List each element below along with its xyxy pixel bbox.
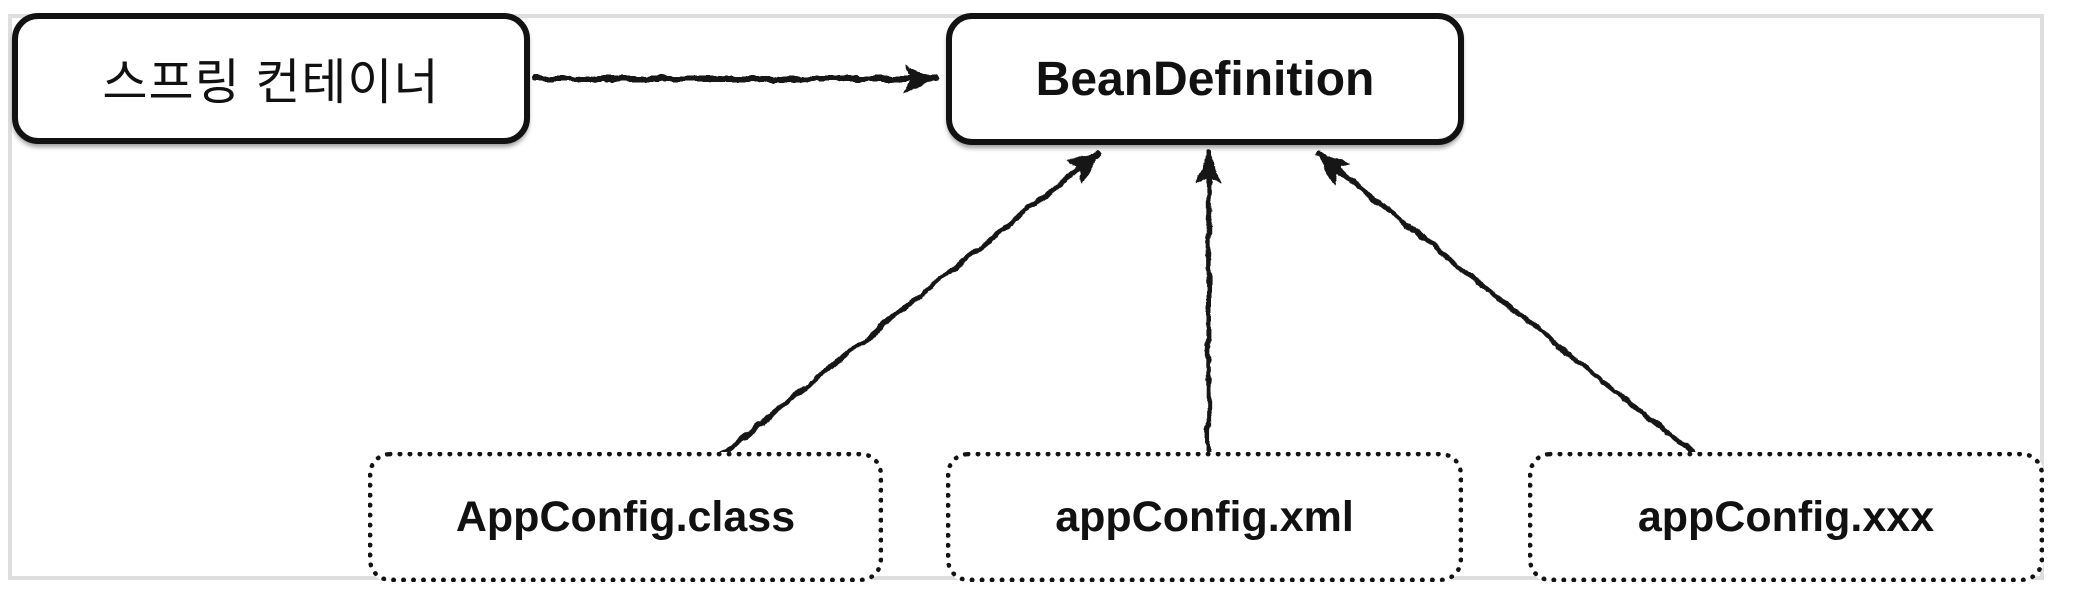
node-spring-container: 스프링 컨테이너 bbox=[12, 13, 530, 144]
node-appconfig-xml: appConfig.xml bbox=[946, 452, 1463, 582]
node-bean-definition-label: BeanDefinition bbox=[1035, 52, 1375, 106]
node-appconfig-class-label: AppConfig.class bbox=[455, 492, 796, 541]
node-spring-container-label: 스프링 컨테이너 bbox=[102, 56, 440, 110]
node-appconfig-xml-label: appConfig.xml bbox=[1055, 492, 1354, 541]
node-appconfig-xxx: appConfig.xxx bbox=[1528, 452, 2044, 582]
node-appconfig-class: AppConfig.class bbox=[368, 452, 883, 582]
node-bean-definition: BeanDefinition bbox=[946, 13, 1464, 145]
node-appconfig-xxx-label: appConfig.xxx bbox=[1637, 492, 1935, 541]
